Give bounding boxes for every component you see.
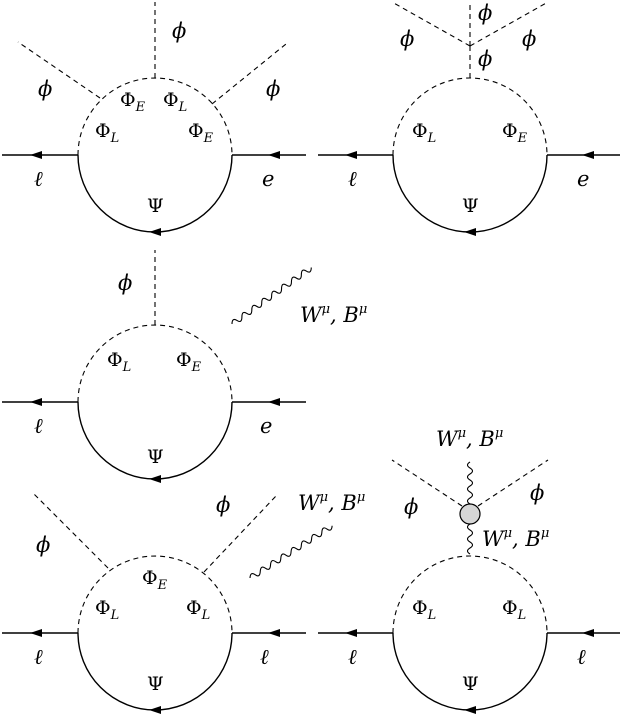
fermion-loop-arc xyxy=(392,154,548,233)
diagram-2: ϕ ϕ ϕ ϕ ΦL ΦE Ψ ℓ e xyxy=(318,1,620,236)
fermion-arrow-left xyxy=(30,398,42,406)
scalar-loop-arc xyxy=(392,555,548,634)
label-lepton-left: ℓ xyxy=(348,645,357,669)
label-e-right: e xyxy=(577,167,589,191)
label-phi-a: ϕ xyxy=(400,27,414,51)
label-gauge-mid: Wμ, Bμ xyxy=(482,526,549,551)
diagram-4: ϕ ϕ Wμ, Bμ ΦE ΦL ΦL Ψ ℓ ℓ xyxy=(2,490,365,714)
diagram-3: ϕ Wμ, Bμ ΦL ΦE Ψ ℓ e xyxy=(2,250,367,483)
gauge-boson-line xyxy=(249,525,333,579)
label-loop-l: ΦL xyxy=(412,597,436,623)
label-loop-l: ΦL xyxy=(95,120,119,146)
label-phi-right: ϕ xyxy=(530,481,544,505)
label-phi-top: ϕ xyxy=(172,19,186,43)
external-scalar-right xyxy=(477,459,549,507)
diagram-5: Wμ, Bμ Wμ, Bμ ϕ ϕ ΦL ΦL Ψ ℓ ℓ xyxy=(318,426,620,714)
label-lepton-left: ℓ xyxy=(34,645,43,669)
label-psi: Ψ xyxy=(147,195,164,217)
label-phi-left: ϕ xyxy=(404,495,418,519)
label-phi-c: ϕ xyxy=(522,27,536,51)
label-phi-left: ϕ xyxy=(36,533,50,557)
label-loop-l: ΦL xyxy=(107,349,131,375)
label-loop-tr: ΦL xyxy=(163,89,187,115)
fermion-arrow-left xyxy=(345,629,357,637)
fermion-loop-arrow xyxy=(149,228,161,236)
diagram-1: ϕ ϕ ϕ ΦE ΦL ΦL ΦE Ψ ℓ e xyxy=(2,2,306,236)
label-lepton-left: ℓ xyxy=(34,414,43,438)
fermion-loop-arc xyxy=(77,632,233,711)
scalar-loop-arc xyxy=(77,555,233,634)
label-psi: Ψ xyxy=(147,673,164,695)
fermion-loop-arrow xyxy=(149,706,161,714)
scalar-loop-arc xyxy=(77,324,233,403)
fermion-arrow-left xyxy=(30,629,42,637)
label-psi: Ψ xyxy=(462,673,479,695)
external-scalar-left xyxy=(391,459,463,507)
gauge-boson-top xyxy=(466,461,474,505)
label-phi-b: ϕ xyxy=(478,1,492,25)
fermion-arrow-right xyxy=(582,151,594,159)
label-psi: Ψ xyxy=(462,195,479,217)
label-gauge-top: Wμ, Bμ xyxy=(436,426,503,451)
label-phi-right: ϕ xyxy=(266,77,280,101)
label-lepton-left: ℓ xyxy=(348,167,357,191)
gauge-boson-line xyxy=(231,267,312,325)
fermion-loop-arc xyxy=(392,632,548,711)
label-loop-r: ΦE xyxy=(188,120,214,146)
label-lepton-right: ℓ xyxy=(260,645,269,669)
label-phi-top: ϕ xyxy=(118,271,132,295)
fermion-arrow-left xyxy=(345,151,357,159)
label-loop-r: ΦL xyxy=(186,597,210,623)
label-loop-tl: ΦE xyxy=(120,89,146,115)
fermion-loop-arrow xyxy=(464,706,476,714)
external-scalar-left xyxy=(17,41,101,99)
label-loop-r: ΦE xyxy=(176,349,202,375)
external-scalar-a xyxy=(391,1,471,47)
label-loop-r: ΦL xyxy=(502,597,526,623)
gauge-boson-internal xyxy=(466,523,474,555)
label-loop-top: ΦE xyxy=(142,567,168,593)
label-phi-right: ϕ xyxy=(216,493,230,517)
label-phi-d: ϕ xyxy=(478,47,492,71)
fermion-arrow-right xyxy=(582,629,594,637)
fermion-arrow-right xyxy=(268,151,280,159)
label-loop-l: ΦL xyxy=(412,120,436,146)
label-loop-l: ΦL xyxy=(95,597,119,623)
fermion-loop-arrow xyxy=(464,228,476,236)
label-lepton-right: ℓ xyxy=(577,645,586,669)
label-e-right: e xyxy=(260,414,272,438)
label-phi-left: ϕ xyxy=(38,77,52,101)
label-gauge: Wμ, Bμ xyxy=(298,490,365,515)
external-scalar-right xyxy=(203,495,277,573)
effective-vertex-blob xyxy=(459,503,481,525)
label-loop-r: ΦE xyxy=(502,120,528,146)
label-e-right: e xyxy=(262,167,274,191)
fermion-loop-arrow xyxy=(149,475,161,483)
external-scalar-c xyxy=(469,1,549,47)
label-gauge: Wμ, Bμ xyxy=(300,302,367,327)
label-psi: Ψ xyxy=(147,446,164,468)
fermion-loop-arc xyxy=(77,154,233,233)
fermion-arrow-left xyxy=(30,151,42,159)
label-lepton-left: ℓ xyxy=(34,167,43,191)
fermion-arrow-right xyxy=(268,398,280,406)
fermion-arrow-right xyxy=(268,629,280,637)
external-scalar-right xyxy=(211,43,287,105)
